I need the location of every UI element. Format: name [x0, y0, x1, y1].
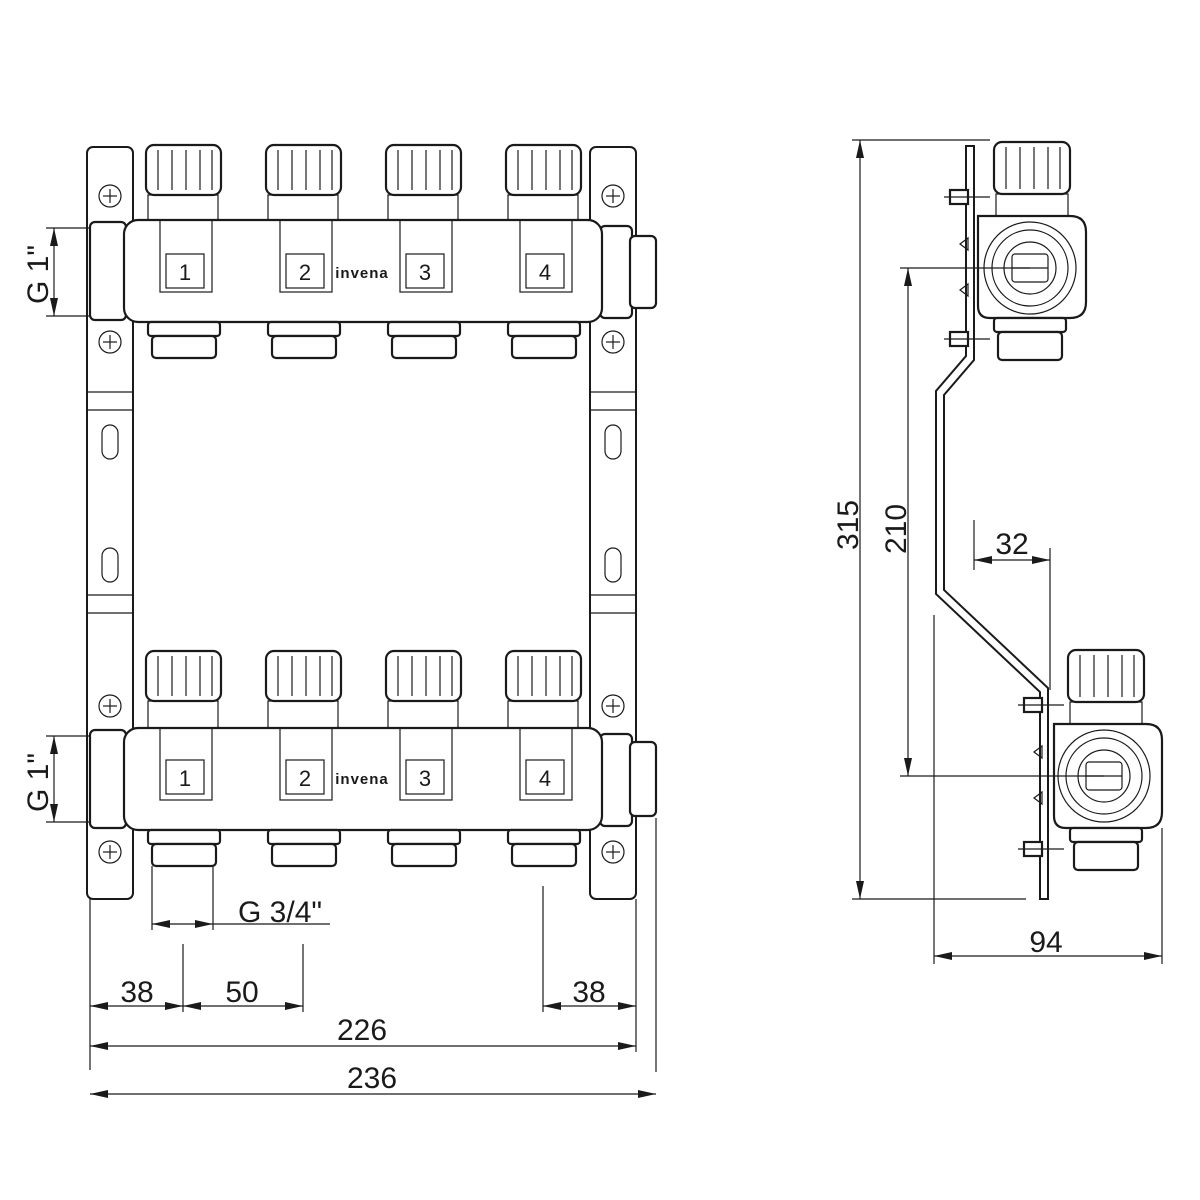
outlet-number-3: 3 — [419, 260, 431, 285]
depth-total-dimension: 94 — [933, 615, 1163, 964]
depth-offset-label: 32 — [995, 528, 1028, 561]
outlet-number-3: 3 — [419, 766, 431, 791]
outlet-thread-label: G 3/4" — [238, 896, 322, 929]
valve-cap-icon — [144, 143, 583, 197]
inlet-thread-dimension-upper: G 1" — [22, 227, 90, 317]
front-view: 1 2 3 4 invena 1 2 3 4 invena G 1" G 1" — [22, 143, 658, 1098]
height-axis-dimension: 210 — [880, 267, 1104, 777]
height-axis-label: 210 — [880, 504, 913, 554]
outlet-number-1: 1 — [179, 766, 191, 791]
lower-manifold-bar — [88, 649, 658, 868]
total-width-dimension: 236 — [90, 1062, 656, 1098]
bolt-icon — [944, 188, 990, 348]
left-bracket — [86, 146, 134, 900]
brand-logo: invena — [335, 265, 389, 282]
inlet-thread-label: G 1" — [22, 245, 55, 304]
height-total-dimension: 315 — [832, 139, 1026, 900]
inner-width-dimension: 226 — [90, 1014, 636, 1050]
outlet-number-2: 2 — [299, 766, 311, 791]
lower-side-assembly — [1018, 648, 1164, 872]
outlet-number-1: 1 — [179, 260, 191, 285]
side-view: 315 210 32 94 — [832, 139, 1164, 964]
outlet-number-4: 4 — [539, 260, 551, 285]
screw-icon — [98, 184, 625, 354]
spacing-label: 50 — [225, 976, 258, 1009]
upper-side-assembly — [944, 140, 1088, 362]
edge-right-label: 38 — [572, 976, 605, 1009]
screw-icon — [98, 694, 625, 864]
inlet-thread-label: G 1" — [22, 753, 55, 812]
width-total-label: 236 — [347, 1062, 397, 1095]
inlet-thread-dimension-lower: G 1" — [22, 735, 90, 823]
outlet-thread-dimension: G 3/4" — [151, 866, 330, 930]
spacing-dimensions: 38 50 38 — [89, 818, 657, 1072]
bolt-icon — [1018, 696, 1064, 858]
valve-cap-icon — [144, 649, 583, 703]
brand-logo: invena — [335, 771, 389, 788]
side-bracket — [935, 145, 1049, 900]
width-inner-label: 226 — [337, 1014, 387, 1047]
outlet-number-2: 2 — [299, 260, 311, 285]
depth-offset-dimension: 32 — [973, 520, 1051, 690]
right-bracket — [589, 146, 637, 900]
height-total-label: 315 — [832, 500, 865, 550]
outlet-number-4: 4 — [539, 766, 551, 791]
upper-manifold-bar — [88, 143, 658, 360]
edge-left-label: 38 — [120, 976, 153, 1009]
depth-total-label: 94 — [1029, 926, 1062, 959]
